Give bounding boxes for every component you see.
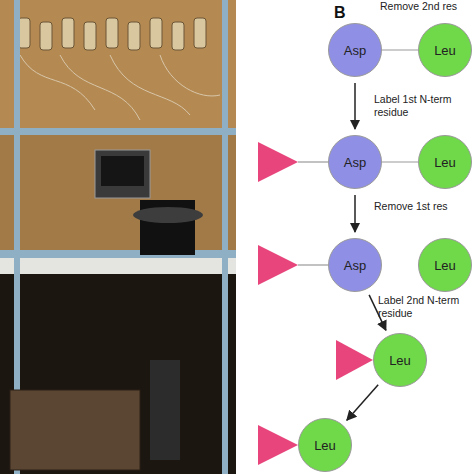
amino-acid-circle: Leu	[418, 238, 472, 292]
residue-name: Leu	[314, 438, 336, 453]
residue-name: Leu	[434, 155, 456, 170]
panel-letter: B	[334, 4, 346, 22]
tag-bonds	[298, 162, 328, 445]
step-label: Remove 1st res	[374, 200, 466, 213]
amino-acid-circle: Asp	[328, 238, 382, 292]
amino-acid-circle: Asp	[328, 23, 382, 77]
residue-name: Asp	[344, 43, 366, 58]
amino-acid-circle: Leu	[418, 23, 472, 77]
step-label: Remove 2nd res	[380, 0, 472, 13]
residue-name: Leu	[389, 353, 411, 368]
peptide-bond	[382, 161, 418, 162]
apparatus-photo	[0, 0, 236, 474]
step-arrow	[354, 83, 356, 129]
residue-name: Asp	[344, 258, 366, 273]
step-arrow	[347, 385, 378, 421]
amino-acid-circle: Leu	[418, 135, 472, 189]
label-tags	[258, 142, 373, 465]
amino-acid-circle: Leu	[373, 333, 427, 387]
step-label: Label 2nd N-term residue	[378, 294, 470, 320]
residue-name: Leu	[434, 43, 456, 58]
peptide-bond	[382, 49, 418, 50]
step-label: Label 1st N-term residue	[374, 93, 466, 119]
step-arrow	[354, 195, 356, 232]
residue-name: Leu	[434, 258, 456, 273]
amino-acid-circle: Asp	[328, 135, 382, 189]
amino-acid-circle: Leu	[298, 418, 352, 472]
residue-name: Asp	[344, 155, 366, 170]
